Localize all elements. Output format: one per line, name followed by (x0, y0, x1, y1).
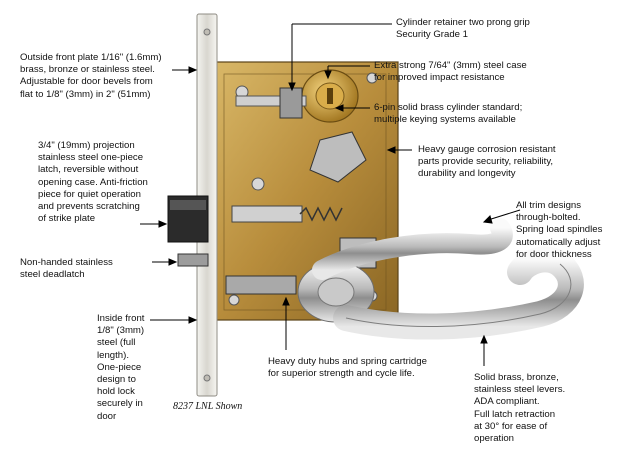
cylinder (301, 69, 359, 123)
inner-mechanism (225, 87, 377, 295)
label-cylinder: 6-pin solid brass cylinder standard; mul… (374, 102, 523, 126)
label-steel-case: Extra strong 7/64" (3mm) steel case for … (374, 60, 527, 84)
label-corrosion-resistant: Heavy gauge corrosion resistant parts pr… (418, 144, 556, 180)
label-deadlatch: Non-handed stainless steel deadlatch (20, 257, 113, 281)
label-outside-front-plate: Outside front plate 1/16" (1.6mm) brass,… (20, 52, 162, 100)
label-levers: Solid brass, bronze, stainless steel lev… (474, 372, 566, 445)
caption-model-shown: 8237 LNL Shown (173, 401, 243, 412)
lever-handle (297, 218, 584, 340)
label-trim: All trim designs through-bolted. Spring … (516, 200, 603, 260)
label-latch: 3/4" (19mm) projection stainless steel o… (38, 140, 148, 225)
label-inside-front-plate: Inside front 1/8" (3mm) steel (full leng… (97, 313, 145, 422)
leader-lines (140, 23, 521, 366)
label-hubs: Heavy duty hubs and spring cartridge for… (268, 356, 427, 380)
latch-bolt (167, 195, 209, 243)
label-cylinder-retainer: Cylinder retainer two prong grip Securit… (396, 17, 530, 41)
deadlatch (177, 253, 209, 267)
